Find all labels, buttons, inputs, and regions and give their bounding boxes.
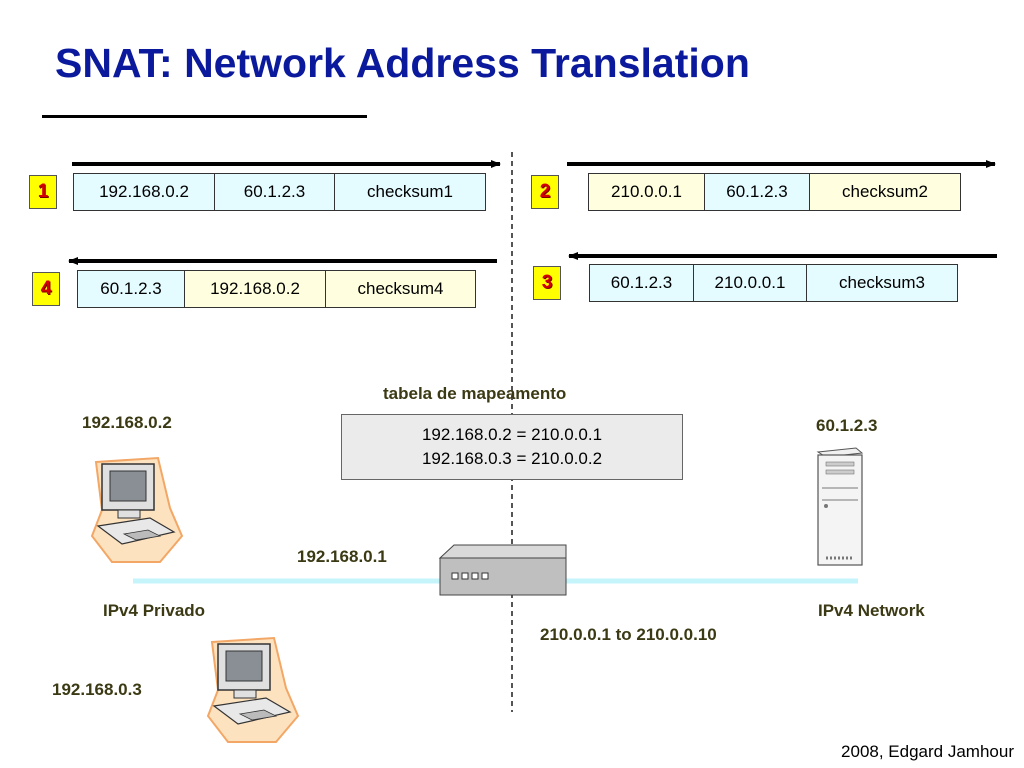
mapping-table-title: tabela de mapeamento bbox=[383, 384, 567, 403]
server-ip-label: 60.1.2.3 bbox=[816, 416, 878, 435]
server-icon bbox=[816, 447, 864, 566]
packet-2-destination: 60.1.2.3 bbox=[704, 173, 810, 211]
router-inside-ip-label: 192.168.0.1 bbox=[297, 547, 387, 566]
packet-1-destination: 60.1.2.3 bbox=[214, 173, 335, 211]
private-network-label: IPv4 Privado bbox=[103, 601, 206, 620]
packet-1-source: 192.168.0.2 bbox=[73, 173, 215, 211]
title-underline bbox=[42, 115, 367, 118]
packet-1: 192.168.0.2 60.1.2.3 checksum1 bbox=[73, 173, 486, 211]
packet-3-destination: 210.0.0.1 bbox=[693, 264, 807, 302]
packet-number-1: 1 bbox=[29, 175, 57, 209]
mapping-entry: 192.168.0.3 = 210.0.0.2 bbox=[421, 449, 603, 468]
computer-icon-host1 bbox=[90, 456, 184, 563]
page-title: SNAT: Network Address Translation bbox=[55, 40, 750, 86]
packet-3: 60.1.2.3 210.0.0.1 checksum3 bbox=[589, 264, 958, 302]
packet-number-2: 2 bbox=[531, 175, 559, 209]
public-address-pool-label: 210.0.0.1 to 210.0.0.10 bbox=[540, 625, 717, 644]
packet-4-source: 60.1.2.3 bbox=[77, 270, 185, 308]
packet-3-source: 60.1.2.3 bbox=[589, 264, 694, 302]
computer-icon-host2 bbox=[206, 636, 300, 743]
host2-ip-label: 192.168.0.3 bbox=[52, 680, 142, 699]
packet-number-4: 4 bbox=[32, 272, 60, 306]
credit-text: 2008, Edgard Jamhour bbox=[841, 742, 1014, 761]
packet-3-checksum: checksum3 bbox=[806, 264, 958, 302]
packet-1-checksum: checksum1 bbox=[334, 173, 486, 211]
packet-2-source: 210.0.0.1 bbox=[588, 173, 705, 211]
packet-4-destination: 192.168.0.2 bbox=[184, 270, 326, 308]
packet-4: 60.1.2.3 192.168.0.2 checksum4 bbox=[77, 270, 476, 308]
mapping-table: 192.168.0.2 = 210.0.0.1 192.168.0.3 = 21… bbox=[341, 414, 683, 480]
packet-2: 210.0.0.1 60.1.2.3 checksum2 bbox=[588, 173, 961, 211]
host1-ip-label: 192.168.0.2 bbox=[82, 413, 172, 432]
packet-2-checksum: checksum2 bbox=[809, 173, 961, 211]
packet-4-checksum: checksum4 bbox=[325, 270, 476, 308]
mapping-entry: 192.168.0.2 = 210.0.0.1 bbox=[421, 425, 603, 444]
public-network-label: IPv4 Network bbox=[818, 601, 925, 620]
router-icon bbox=[438, 544, 567, 596]
packet-number-3: 3 bbox=[533, 266, 561, 300]
